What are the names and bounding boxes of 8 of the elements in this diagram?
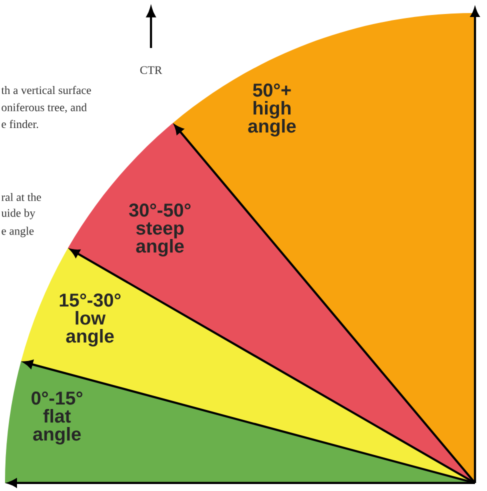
text-line: e finder. — [2, 120, 38, 128]
sector: 0°-15° flat angle — [5, 361, 475, 483]
text-line: th a vertical surface — [1, 86, 91, 94]
text-line: uide by — [1, 208, 36, 220]
direction-label: CTR — [140, 66, 162, 74]
text-line: ral at the — [2, 192, 41, 202]
text-line: e angle — [2, 226, 34, 238]
text-line: oniferous tree, and — [2, 103, 87, 113]
